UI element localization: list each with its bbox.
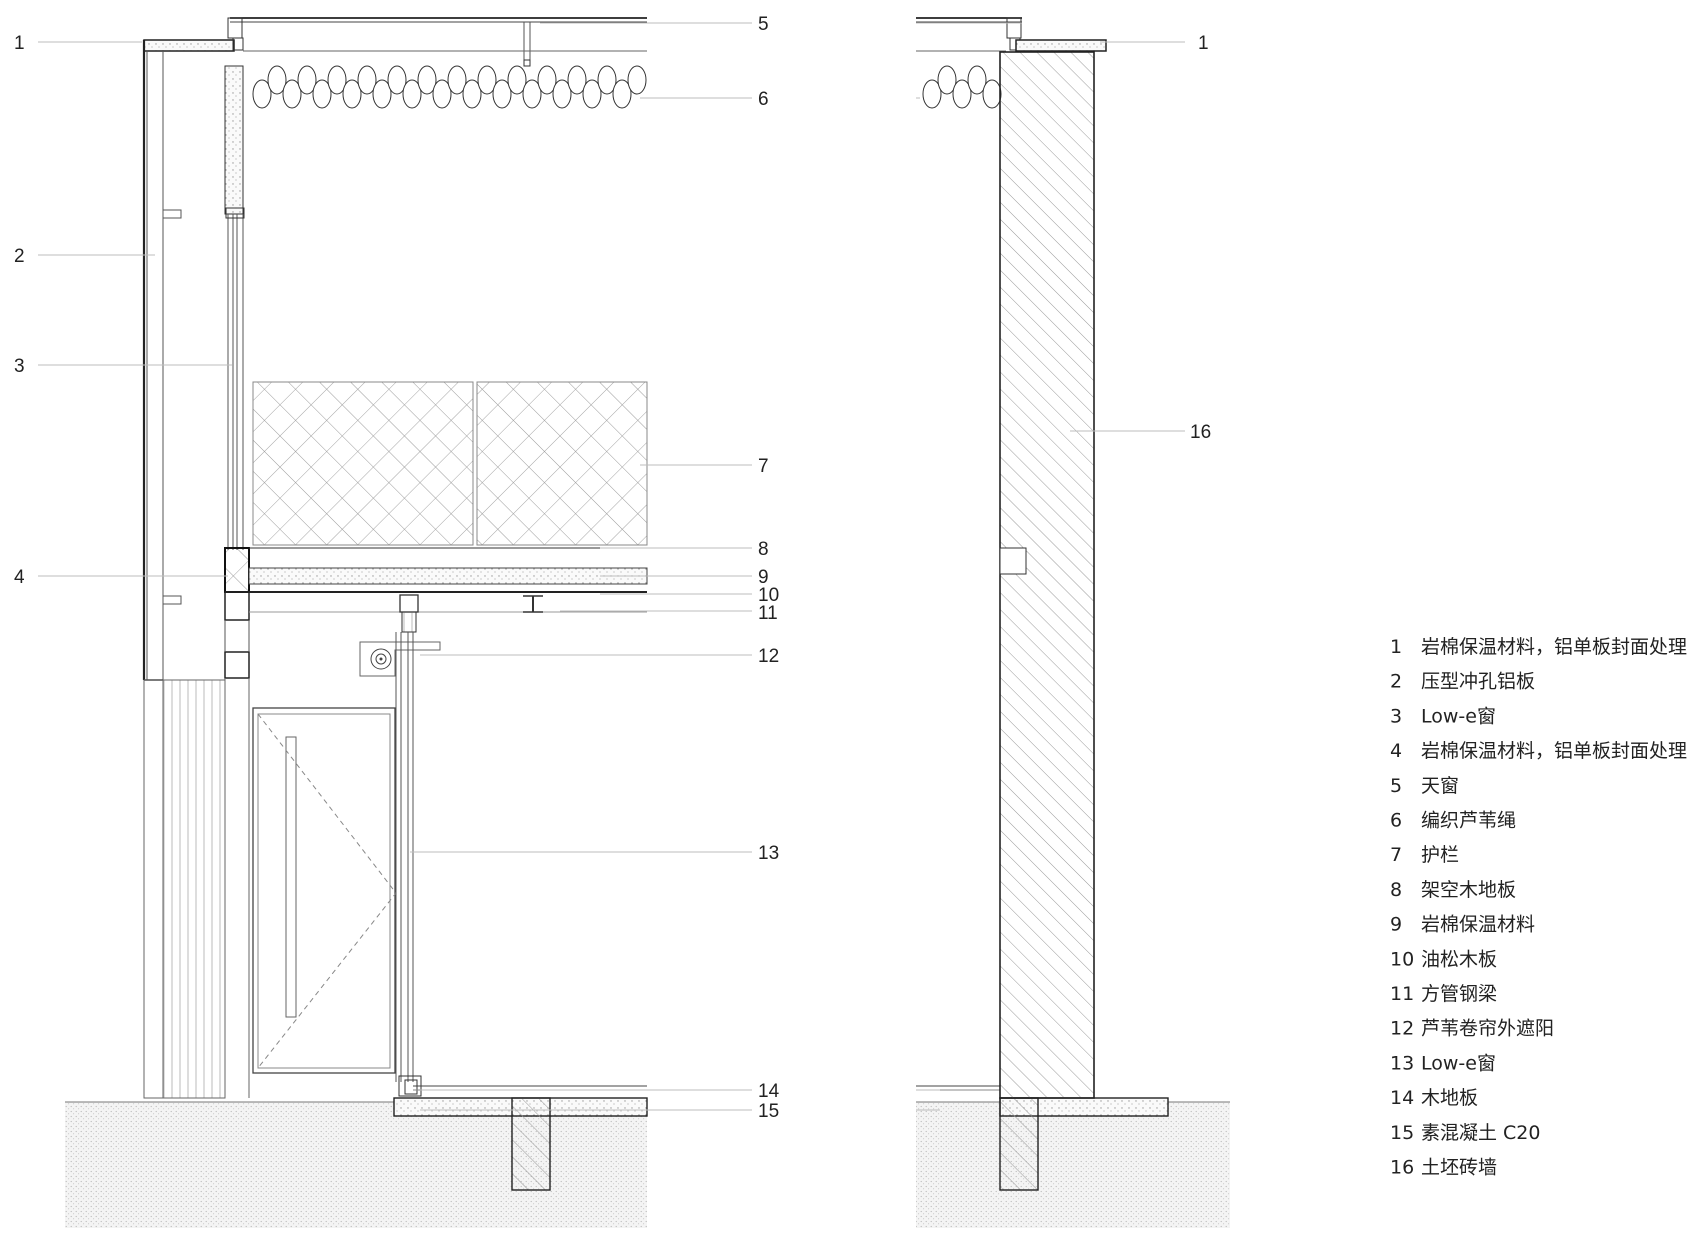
legend-item-number: 11 (1390, 983, 1414, 1005)
reed-rope-loop (417, 65, 437, 95)
legend-item-label: 木地板 (1421, 1087, 1478, 1109)
skylight (227, 17, 1107, 67)
legend-item-number: 8 (1390, 879, 1402, 901)
callout-numbers: 1 2 3 4 5 6 7 8 9 10 11 12 13 14 15 1 16 (14, 14, 1211, 1122)
reed-rope-loop (447, 65, 467, 95)
reed-rope-loop (372, 79, 392, 109)
callout-5: 5 (758, 14, 769, 35)
legend-item-number: 13 (1390, 1052, 1414, 1074)
legend-item-label: 土坯砖墙 (1421, 1157, 1497, 1179)
legend-item-number: 5 (1390, 775, 1402, 797)
callout-1-right: 1 (1198, 33, 1209, 54)
reed-rope-loop (387, 65, 407, 95)
callout-1-left: 1 (14, 33, 25, 54)
reed-rope-loop (267, 65, 287, 95)
legend-item-number: 12 (1390, 1018, 1414, 1040)
reed-rope-loop (612, 79, 632, 109)
legend-item-number: 3 (1390, 705, 1402, 727)
reed-rope-loop (922, 79, 942, 109)
legend-item-label: Low-e窗 (1421, 1052, 1496, 1074)
reed-rope-loop (582, 79, 602, 109)
reed-rope-loop (522, 79, 542, 109)
reed-rope-loop (327, 65, 347, 95)
ground-floor (393, 1085, 1169, 1191)
reed-rope-loop (252, 79, 272, 109)
legend-item-label: 护栏 (1421, 844, 1459, 866)
reed-rope-loop (282, 79, 302, 109)
ground-soil (65, 1101, 1230, 1228)
reed-rope-loop (982, 79, 1002, 109)
reed-rope-loop (937, 65, 957, 95)
woven-reed-rope (252, 65, 1002, 109)
legend-item-label: Low-e窗 (1421, 705, 1496, 727)
legend-item-label: 架空木地板 (1421, 879, 1516, 901)
reed-rope-loop (297, 65, 317, 95)
legend-item-number: 4 (1390, 740, 1402, 762)
legend-item-number: 2 (1390, 671, 1402, 693)
legend-item-label: 素混凝土 C20 (1421, 1122, 1540, 1144)
callout-12: 12 (758, 646, 779, 667)
upper-floor (248, 547, 648, 633)
legend-item-label: 芦苇卷帘外遮阳 (1421, 1018, 1554, 1040)
legend-item-number: 14 (1390, 1087, 1414, 1109)
reed-rope-loop (477, 65, 497, 95)
reed-rope-loop (967, 65, 987, 95)
callout-11: 11 (758, 603, 778, 624)
callout-7: 7 (758, 456, 769, 477)
railing (252, 381, 648, 546)
legend-item-label: 岩棉保温材料，铝单板封面处理 (1421, 636, 1687, 658)
callout-6: 6 (758, 89, 769, 110)
legend-item-label: 油松木板 (1421, 948, 1497, 970)
reed-rope-loop (357, 65, 377, 95)
adobe-brick-wall (999, 51, 1095, 1099)
legend-item-label: 岩棉保温材料 (1421, 914, 1535, 936)
reed-rope-loop (627, 65, 647, 95)
callout-14: 14 (758, 1081, 780, 1102)
legend-item-number: 1 (1390, 636, 1402, 658)
reed-rope-loop (537, 65, 557, 95)
callout-3: 3 (14, 356, 25, 377)
legend-item-label: 方管钢梁 (1421, 983, 1497, 1005)
callout-8: 8 (758, 539, 769, 560)
legend-item-number: 16 (1390, 1157, 1414, 1179)
legend-item-number: 10 (1390, 948, 1414, 970)
reed-rope-loop (597, 65, 617, 95)
reed-rope-loop (462, 79, 482, 109)
legend-item-label: 压型冲孔铝板 (1421, 671, 1535, 693)
callout-9: 9 (758, 567, 769, 588)
legend-item-number: 9 (1390, 914, 1402, 936)
reed-rope-loop (402, 79, 422, 109)
callout-13: 13 (758, 843, 779, 864)
callout-2: 2 (14, 246, 25, 267)
legend-item-number: 7 (1390, 844, 1402, 866)
callout-10: 10 (758, 585, 779, 606)
reed-roll-shade (359, 632, 441, 1097)
reed-rope-loop (492, 79, 512, 109)
reed-rope-loop (312, 79, 332, 109)
reed-rope-loop (432, 79, 452, 109)
callout-16: 16 (1190, 422, 1211, 443)
callout-15: 15 (758, 1101, 779, 1122)
legend-item-label: 天窗 (1421, 775, 1459, 797)
leader-lines (38, 22, 1185, 1111)
reed-rope-loop (507, 65, 527, 95)
reed-rope-loop (342, 79, 362, 109)
legend-item-label: 岩棉保温材料，铝单板封面处理 (1421, 740, 1687, 762)
legend-item-number: 6 (1390, 810, 1402, 832)
reed-rope-loop (952, 79, 972, 109)
legend-item-label: 编织芦苇绳 (1421, 810, 1516, 832)
callout-4: 4 (14, 567, 25, 588)
reed-rope-loop (552, 79, 572, 109)
legend-item-number: 15 (1390, 1122, 1414, 1144)
reed-rope-loop (567, 65, 587, 95)
